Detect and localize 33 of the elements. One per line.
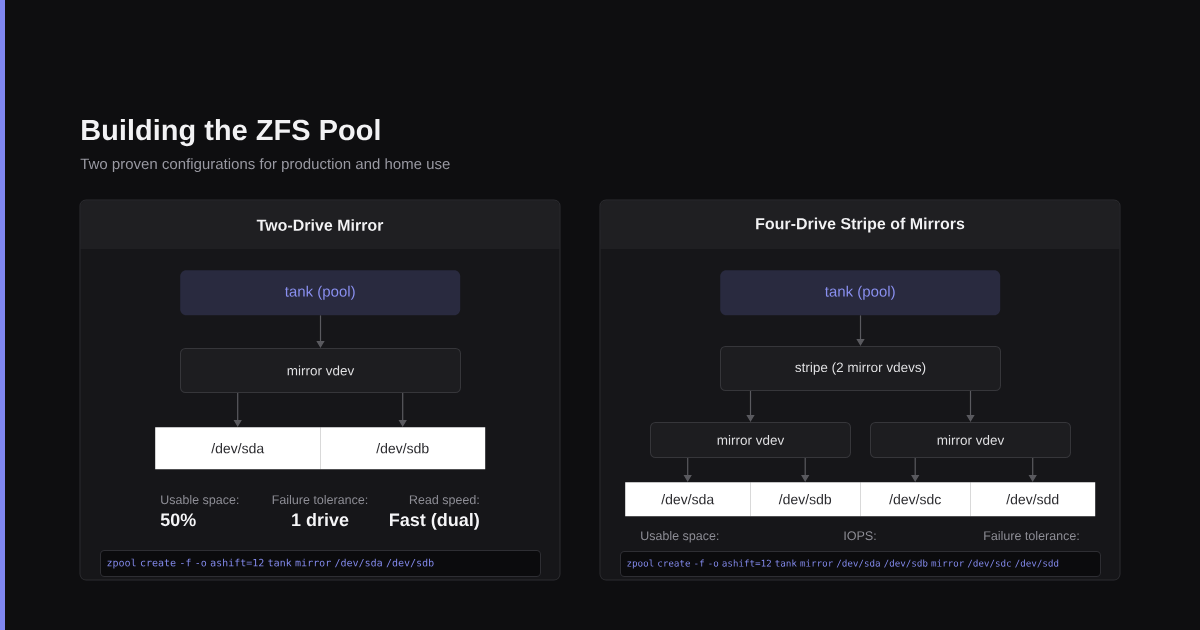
pool-box: tank (pool) — [720, 270, 1001, 316]
stat-label: Failure tolerance: — [984, 530, 1079, 541]
subtitle: Two proven configurations for production and home use — [80, 158, 450, 173]
stat-value: 1 drive — [292, 512, 349, 527]
stat-label: Usable space: — [161, 494, 239, 507]
command-box: zpool create -f -o ashift=12 tank mirror /dev/sda /dev/sdb — [100, 550, 541, 577]
stat-value: Fast (dual) — [390, 512, 479, 530]
arrow — [316, 314, 325, 348]
command-box: zpool create -f -o ashift=12 tank mirror /dev/sda /dev/sdb mirror /dev/sdc /dev/sdd — [620, 551, 1101, 577]
node-label: /dev/sda — [211, 443, 265, 454]
node-label: /dev/sdb — [376, 443, 429, 454]
node-label: /dev/sdc — [889, 494, 941, 505]
stat-value: 50% — [160, 513, 196, 527]
stat-label: Read speed: — [409, 494, 479, 507]
arrow — [801, 457, 810, 482]
panel-heading: Four-Drive Stripe of Mirrors — [756, 217, 965, 233]
pool-box: tank (pool) — [180, 270, 461, 316]
vdev-box: mirror vdev — [650, 422, 851, 458]
node-label: /dev/sdd — [1006, 494, 1059, 505]
stat-label: Usable space: — [641, 530, 719, 543]
stat-label: Failure tolerance: — [272, 494, 368, 505]
arrow — [911, 457, 920, 482]
node-label: /dev/sda — [661, 494, 715, 505]
vdev-box: mirror vdev — [870, 422, 1071, 458]
arrow — [856, 314, 865, 346]
node-label: /dev/sdb — [778, 494, 832, 505]
panel-heading: Two-Drive Mirror — [256, 219, 384, 231]
arrow — [966, 390, 975, 422]
vdev-box: stripe (2 mirror vdevs) — [720, 346, 1001, 391]
stat-label: IOPS: — [844, 531, 876, 541]
vdev-box: mirror vdev — [180, 348, 461, 393]
arrow — [746, 390, 755, 422]
title: Building the ZFS Pool — [82, 119, 380, 147]
